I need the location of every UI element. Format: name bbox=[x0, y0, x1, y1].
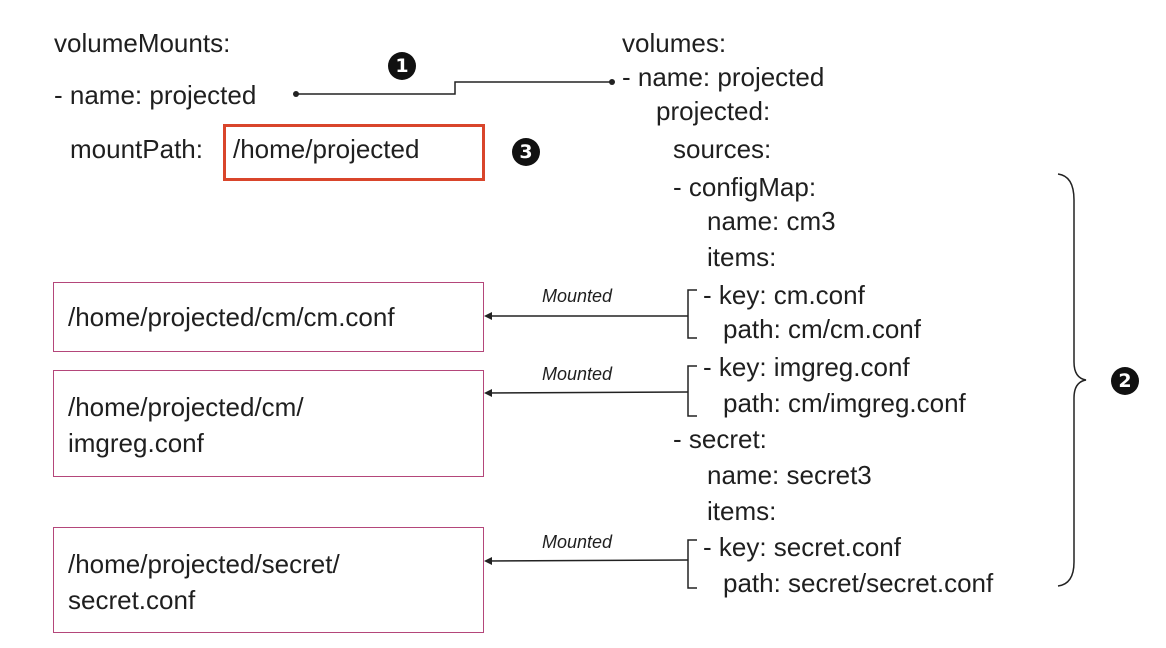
connector-dot-right bbox=[609, 79, 615, 85]
badge-three-icon: 3 bbox=[512, 138, 540, 166]
yaml-line: name: cm3 bbox=[707, 206, 836, 236]
item-bracket-3 bbox=[687, 539, 697, 589]
mounted-arrow-2 bbox=[486, 391, 689, 394]
volume-mounts-label: volumeMounts: bbox=[54, 28, 231, 58]
yaml-line: - configMap: bbox=[673, 172, 817, 202]
yaml-line: - key: cm.conf bbox=[703, 280, 865, 310]
item-bracket-2 bbox=[687, 365, 697, 417]
badge-one-icon: 1 bbox=[388, 52, 416, 80]
yaml-line: name: secret3 bbox=[707, 460, 872, 490]
sources-curly-brace bbox=[1057, 173, 1087, 587]
yaml-line: - key: secret.conf bbox=[703, 532, 901, 562]
yaml-line: projected: bbox=[656, 96, 771, 126]
item-bracket-1 bbox=[687, 289, 697, 339]
yaml-line: - secret: bbox=[673, 424, 767, 454]
mounted-label: Mounted bbox=[542, 532, 613, 552]
file-box-text: /home/projected/secret/ bbox=[68, 549, 340, 579]
arrow-head-2 bbox=[484, 389, 492, 397]
yaml-line: path: secret/secret.conf bbox=[723, 568, 994, 598]
file-box-text: imgreg.conf bbox=[68, 428, 204, 458]
file-box-text: secret.conf bbox=[68, 585, 196, 615]
yaml-line: items: bbox=[707, 242, 777, 272]
arrow-head-1 bbox=[484, 312, 492, 320]
mount-path-value: /home/projected bbox=[233, 134, 420, 164]
mounted-arrow-3 bbox=[486, 559, 689, 562]
yaml-line: volumes: bbox=[622, 28, 727, 58]
arrow-head-3 bbox=[484, 557, 492, 565]
file-box-cm-conf: /home/projected/cm/cm.conf bbox=[53, 282, 484, 352]
yaml-line: items: bbox=[707, 496, 777, 526]
mounted-label: Mounted bbox=[542, 364, 613, 384]
mount-path-highlight-box bbox=[223, 124, 485, 181]
yaml-line: sources: bbox=[673, 134, 772, 164]
file-box-imgreg-conf: /home/projected/cm/ imgreg.conf bbox=[53, 370, 484, 477]
mounted-label: Mounted bbox=[542, 286, 613, 306]
yaml-line: - key: imgreg.conf bbox=[703, 352, 910, 382]
badge-two-icon: 2 bbox=[1111, 367, 1139, 395]
yaml-line: - name: projected bbox=[622, 62, 825, 92]
yaml-line: path: cm/cm.conf bbox=[723, 314, 921, 344]
mount-name-line: - name: projected bbox=[54, 80, 257, 110]
file-box-text: /home/projected/cm/cm.conf bbox=[68, 302, 395, 332]
file-box-secret-conf: /home/projected/secret/ secret.conf bbox=[53, 527, 484, 633]
mount-path-label: mountPath: bbox=[70, 134, 203, 164]
file-box-text: /home/projected/cm/ bbox=[68, 392, 304, 422]
yaml-line: path: cm/imgreg.conf bbox=[723, 388, 966, 418]
name-connector-line bbox=[296, 81, 612, 95]
connector-dot-left bbox=[293, 91, 299, 97]
